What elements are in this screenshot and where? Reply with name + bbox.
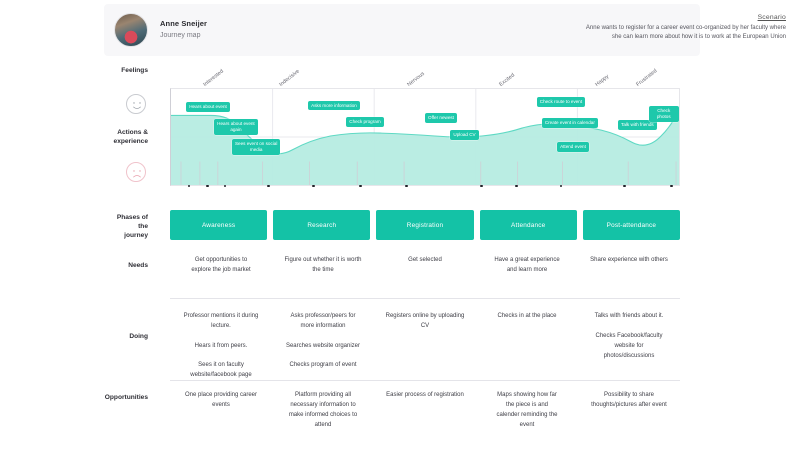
feelings-band: Interested Indecisive Nervous Excited Happy F… [170, 58, 680, 88]
doing-cell: Registers online by uploading CV [385, 313, 465, 329]
touchpoint-dot[interactable] [267, 184, 270, 188]
emotion-area-fill [171, 110, 679, 185]
scenario-title: Scenario [757, 14, 786, 21]
needs-cell: Get opportunities to explore the job mar… [191, 257, 251, 273]
action-chip[interactable]: Offer newest [425, 113, 457, 123]
phase-awareness[interactable]: Awareness [170, 210, 268, 240]
persona-info: Anne Sneijer Journey map [160, 19, 207, 41]
doing-cell: Checks in at the place [497, 313, 557, 319]
phase-post-attendance[interactable]: Post-attendance [582, 210, 681, 240]
touchpoint-dot[interactable] [359, 184, 362, 188]
persona-header: Anne Sneijer Journey map [104, 4, 700, 56]
needs-row: Get opportunities to explore the job mar… [170, 256, 680, 276]
action-chip[interactable]: Upload CV [450, 130, 479, 141]
persona-name: Anne Sneijer [160, 19, 208, 29]
row-label-feelings: Feelings [121, 67, 148, 74]
action-chip[interactable]: Check program [346, 116, 384, 127]
action-chip[interactable]: Check route to event [536, 96, 586, 107]
feeling-label-happy: Happy [594, 73, 611, 88]
doing-row: Professor mentions it during lecture. He… [170, 312, 680, 381]
doing-cell: Professor mentions it during lecture. He… [183, 313, 259, 379]
phase-research[interactable]: Research [273, 210, 371, 240]
row-label-opportunities: Opportunities [104, 394, 148, 401]
feeling-label-indecisive: Indecisive [278, 68, 302, 88]
opportunities-cell: Platform providing all necessary informa… [288, 392, 358, 428]
action-chip[interactable]: Check photos [648, 106, 679, 123]
opportunities-cell: Easier process of registration [386, 392, 464, 398]
chart-tick-marks [180, 161, 677, 185]
action-chip[interactable]: Sees event on social media [231, 138, 281, 155]
divider-bottom [170, 380, 680, 381]
opportunities-cell: Maps showing how far the piece is and ca… [496, 392, 558, 428]
needs-cell: Share experience with others [590, 257, 668, 263]
action-chip[interactable]: Hears about event again [214, 118, 258, 135]
feeling-label-frustrated: Frustrated [635, 68, 659, 88]
avatar [114, 13, 148, 47]
touchpoint-dot[interactable] [187, 184, 191, 188]
doing-cell: Asks professor/peers for more informatio… [285, 313, 361, 369]
feeling-label-nervous: Nervous [405, 70, 426, 88]
touchpoint-dot[interactable] [223, 184, 227, 188]
action-chip[interactable]: Asks more information [308, 100, 360, 111]
emotion-curve-svg [171, 89, 679, 185]
action-chip[interactable]: Hears about event [186, 102, 230, 113]
touchpoint-dot[interactable] [515, 184, 519, 188]
row-label-phases: Phases of the journey [116, 214, 148, 240]
touchpoint-dot[interactable] [623, 184, 626, 188]
touchpoint-dot[interactable] [206, 184, 209, 188]
sad-face-icon [126, 162, 146, 182]
touchpoint-dot[interactable] [480, 184, 483, 188]
divider-top [170, 298, 680, 299]
opportunities-row: One place providing career events Platfor… [170, 391, 680, 431]
touchpoint-dot[interactable] [312, 184, 315, 188]
action-chip[interactable]: Talk with friends [618, 119, 657, 130]
opportunities-cell: Possibility to share thoughts/pictures a… [591, 392, 667, 408]
touchpoint-dot[interactable] [559, 184, 563, 188]
row-label-actions: Actions & experience [113, 129, 148, 146]
touchpoint-dot[interactable] [669, 184, 673, 188]
row-label-doing: Doing [129, 333, 148, 340]
opportunities-cell: One place providing career events [184, 392, 258, 408]
touchpoint-dot[interactable] [405, 184, 408, 188]
emotion-axis [126, 90, 152, 188]
action-chip[interactable]: Create event in calendar [541, 117, 598, 128]
needs-cell: Figure out whether it is worth the time [284, 257, 362, 273]
doing-cell: Talks with friends about it. Checks Face… [594, 313, 664, 359]
phase-registration[interactable]: Registration [376, 210, 474, 240]
scenario-block: Scenario Anne wants to register for a ca… [581, 14, 786, 43]
feeling-label-excited: Excited [497, 72, 516, 88]
phase-attendance[interactable]: Attendance [479, 210, 577, 240]
persona-role: Journey map [160, 32, 201, 40]
row-label-needs: Needs [128, 262, 148, 269]
needs-cell: Get selected [408, 257, 442, 263]
feeling-label-interested: Interested [201, 68, 225, 88]
happy-face-icon [126, 94, 146, 114]
scenario-body: Anne wants to register for a career even… [585, 25, 786, 41]
action-chip[interactable]: Attend event [557, 141, 589, 152]
needs-cell: Have a great experience and learn more [494, 257, 560, 273]
